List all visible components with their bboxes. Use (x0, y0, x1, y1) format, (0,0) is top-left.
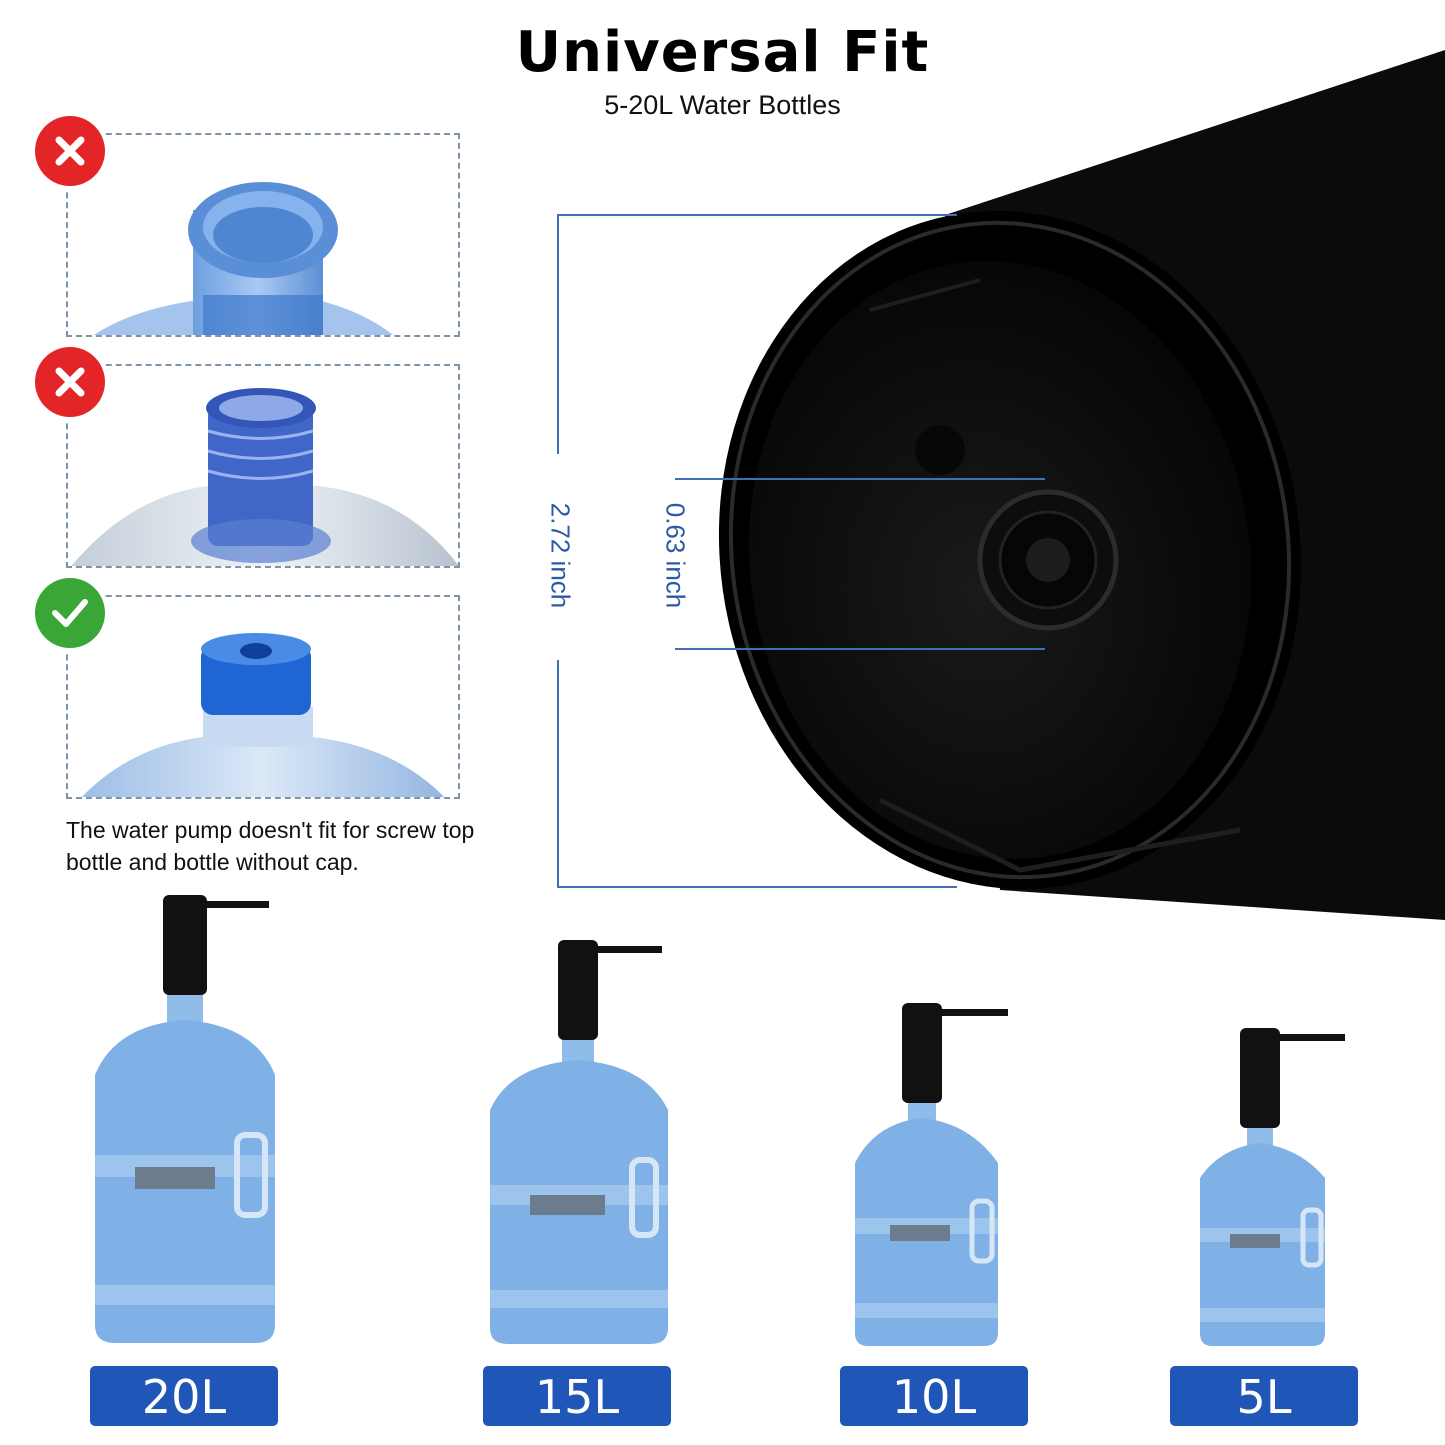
compatibility-note: The water pump doesn't fit for screw top… (66, 817, 475, 875)
outer-dimension-label: 2.72 inch (545, 502, 576, 609)
inner-dimension-tick-bottom (675, 648, 1045, 650)
compat-panel-open-neck (66, 133, 460, 337)
bottle-20l-illustration (95, 895, 275, 1343)
inner-dimension-tick-top (675, 478, 1045, 480)
pump-base-illustration (718, 50, 1445, 920)
bottle-15l-illustration (490, 940, 668, 1344)
open-neck-bottle-illustration (93, 182, 394, 335)
page-title: Universal Fit (515, 20, 930, 85)
size-badge-15l: 15L (483, 1366, 671, 1426)
page-subtitle: 5-20L Water Bottles (604, 90, 841, 120)
outer-dimension-line-top (557, 214, 559, 454)
inner-dimension-label: 0.63 inch (660, 502, 691, 609)
bottle-10l-illustration (855, 1003, 1008, 1346)
outer-dimension-line-bottom (557, 660, 559, 888)
check-icon (35, 578, 105, 648)
compat-panel-screw-top (66, 364, 460, 568)
size-badge-10l: 10L (840, 1366, 1028, 1426)
outer-dimension-tick-top (557, 214, 957, 216)
cross-icon (35, 116, 105, 186)
size-badge-5l: 5L (1170, 1366, 1358, 1426)
capped-bottle-illustration (81, 633, 445, 797)
compat-panel-capped (66, 595, 460, 799)
bottle-5l-illustration (1200, 1028, 1345, 1346)
size-badge-20l: 20L (90, 1366, 278, 1426)
outer-dimension-tick-bottom (557, 886, 957, 888)
screw-top-bottle-illustration (71, 388, 458, 566)
cross-icon (35, 347, 105, 417)
